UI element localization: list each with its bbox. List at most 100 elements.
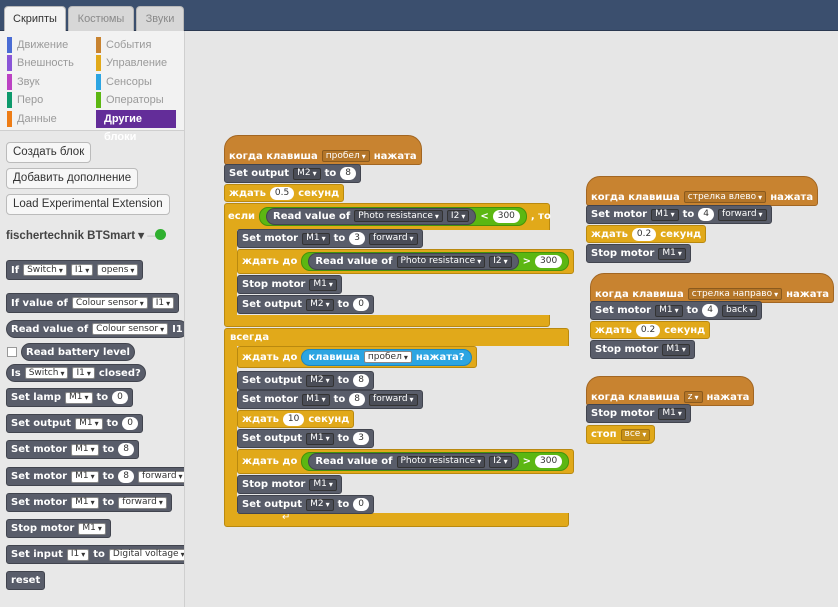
output-dropdown[interactable]: M2	[293, 167, 321, 180]
value-input[interactable]: 3	[353, 432, 369, 445]
set-output-block[interactable]: Set output M1 to 3	[237, 429, 374, 448]
key-dropdown[interactable]: пробел	[321, 150, 370, 162]
value-input[interactable]: 8	[353, 374, 369, 387]
value-input[interactable]: 0	[122, 417, 138, 430]
tab-costumes[interactable]: Костюмы	[68, 6, 134, 32]
seconds-input[interactable]: 10	[282, 412, 305, 426]
read-value-reporter[interactable]: Read value of Photo resistance I2	[266, 207, 477, 225]
stop-motor-block[interactable]: Stop motor M1	[586, 404, 691, 423]
motor-dropdown[interactable]: M1	[658, 247, 686, 260]
category-control[interactable]: Управление	[96, 54, 167, 72]
greater-than-operator[interactable]: Read value of Photo resistance I2 > 300	[301, 252, 570, 271]
palette-block-set-motor-direction[interactable]: Set motor M1 to 8 forward	[6, 467, 184, 486]
threshold-input[interactable]: 300	[535, 455, 563, 468]
category-sensing[interactable]: Сенсоры	[96, 73, 152, 91]
output-dropdown[interactable]: M1	[75, 417, 103, 430]
switch-dropdown[interactable]: Switch	[24, 367, 69, 379]
direction-dropdown[interactable]: forward	[138, 470, 184, 483]
output-dropdown[interactable]: M2	[306, 374, 334, 387]
mode-dropdown[interactable]: Digital voltage	[108, 548, 184, 561]
wait-seconds-block[interactable]: ждать 0.5 секунд	[224, 184, 345, 202]
key-pressed-sensor[interactable]: клавиша пробел нажата?	[301, 348, 472, 366]
palette-block-reset[interactable]: reset	[6, 571, 46, 590]
input-dropdown[interactable]: I1	[70, 264, 94, 276]
direction-dropdown[interactable]: forward	[369, 393, 418, 406]
motor-dropdown[interactable]: M1	[78, 522, 106, 535]
output-dropdown[interactable]: M1	[306, 432, 334, 445]
category-operators[interactable]: Операторы	[96, 91, 164, 109]
motor-dropdown[interactable]: M1	[658, 407, 686, 420]
motor-dropdown[interactable]: M1	[651, 208, 679, 221]
value-input[interactable]: 0	[353, 498, 369, 511]
motor-dropdown[interactable]: M1	[71, 470, 99, 483]
script-area[interactable]: когда клавиша пробел нажата Set output M…	[186, 31, 838, 607]
category-motion[interactable]: Движение	[7, 36, 68, 54]
stop-motor-block[interactable]: Stop motor M1	[237, 275, 342, 294]
input-dropdown[interactable]: I2	[489, 255, 512, 268]
set-motor-block[interactable]: Set motor M1 to 3 forward	[237, 229, 423, 248]
key-dropdown[interactable]: z	[683, 391, 703, 403]
direction-dropdown[interactable]: back	[722, 304, 758, 317]
read-value-reporter[interactable]: Read value of Photo resistance I2	[308, 453, 519, 470]
motor-dropdown[interactable]: M1	[655, 304, 683, 317]
set-output-block[interactable]: Set output M2 to 0	[237, 495, 374, 514]
direction-dropdown[interactable]: forward	[369, 232, 418, 245]
when-key-pressed-hat[interactable]: когда клавиша z нажата	[586, 376, 755, 406]
palette-block-stop-motor[interactable]: Stop motor M1	[6, 519, 111, 538]
tab-sounds[interactable]: Звуки	[136, 6, 184, 32]
battery-level-checkbox[interactable]	[7, 347, 17, 357]
greater-than-operator[interactable]: Read value of Photo resistance I2 > 300	[301, 452, 570, 471]
stop-all-block[interactable]: стоп все	[586, 425, 656, 444]
make-block-button[interactable]: Создать блок	[6, 142, 92, 163]
speed-input[interactable]: 8	[118, 443, 135, 456]
output-dropdown[interactable]: M2	[306, 298, 334, 311]
input-dropdown[interactable]: I2	[489, 455, 512, 468]
speed-input[interactable]: 3	[349, 232, 366, 245]
set-motor-block[interactable]: Set motor M1 to 8 forward	[237, 390, 423, 409]
threshold-input[interactable]: 300	[492, 209, 520, 223]
less-than-operator[interactable]: Read value of Photo resistance I2 < 300	[259, 206, 527, 226]
speed-input[interactable]: 8	[349, 393, 366, 406]
wait-seconds-block[interactable]: ждать 0.2 секунд	[590, 321, 711, 339]
threshold-input[interactable]: 300	[535, 255, 563, 268]
wait-until-key-block[interactable]: ждать до клавиша пробел нажата?	[237, 346, 477, 368]
seconds-input[interactable]: 0.2	[635, 323, 661, 337]
motor-dropdown[interactable]: M1	[71, 496, 99, 509]
output-dropdown[interactable]: M1	[65, 391, 93, 404]
output-dropdown[interactable]: M2	[306, 498, 334, 511]
direction-dropdown[interactable]: forward	[718, 208, 767, 221]
when-key-pressed-hat[interactable]: когда клавиша стрелка направо нажата	[590, 273, 834, 303]
speed-input[interactable]: 4	[702, 304, 719, 317]
category-more-blocks[interactable]: Другие блоки	[96, 110, 176, 143]
palette-block-is-switch-closed[interactable]: Is Switch I1 closed?	[6, 364, 146, 382]
key-dropdown[interactable]: стрелка направо	[687, 288, 783, 300]
input-dropdown[interactable]: I1	[66, 548, 90, 561]
wait-until-block[interactable]: ждать до Read value of Photo resistance …	[237, 449, 575, 474]
motor-dropdown[interactable]: M1	[309, 278, 337, 291]
category-sound[interactable]: Звук	[7, 73, 40, 91]
key-dropdown[interactable]: пробел	[363, 351, 412, 363]
stop-motor-block[interactable]: Stop motor M1	[590, 340, 695, 359]
sensor-dropdown[interactable]: Colour sensor	[71, 297, 148, 309]
category-pen[interactable]: Перо	[7, 91, 43, 109]
direction-dropdown[interactable]: forward	[118, 496, 167, 509]
sensor-dropdown[interactable]: Photo resistance	[396, 255, 486, 268]
palette-block-if-value-of[interactable]: If value of Colour sensor I1	[6, 293, 180, 313]
set-motor-block[interactable]: Set motor M1 to 4 back	[590, 301, 763, 320]
state-dropdown[interactable]: opens	[97, 264, 139, 276]
palette-block-read-battery-level[interactable]: Read battery level	[21, 343, 135, 361]
motor-dropdown[interactable]: M1	[302, 232, 330, 245]
palette-block-set-motor[interactable]: Set motor M1 to 8	[6, 440, 140, 459]
switch-dropdown[interactable]: Switch	[23, 264, 67, 276]
value-input[interactable]: 8	[340, 167, 356, 180]
palette-block-read-value-of[interactable]: Read value of Colour sensor I1	[6, 320, 184, 338]
sensor-dropdown[interactable]: Colour sensor	[92, 323, 169, 335]
when-key-pressed-hat[interactable]: когда клавиша пробел нажата	[224, 135, 422, 165]
motor-dropdown[interactable]: M1	[662, 343, 690, 356]
when-key-pressed-hat[interactable]: когда клавиша стрелка влево нажата	[586, 176, 819, 206]
add-extension-button[interactable]: Добавить дополнение	[6, 168, 139, 189]
seconds-input[interactable]: 0.5	[269, 186, 295, 200]
palette-block-if-switch[interactable]: If Switch I1 opens	[6, 260, 144, 280]
wait-seconds-block[interactable]: ждать 0.2 секунд	[586, 225, 707, 243]
tab-scripts[interactable]: Скрипты	[4, 6, 66, 33]
